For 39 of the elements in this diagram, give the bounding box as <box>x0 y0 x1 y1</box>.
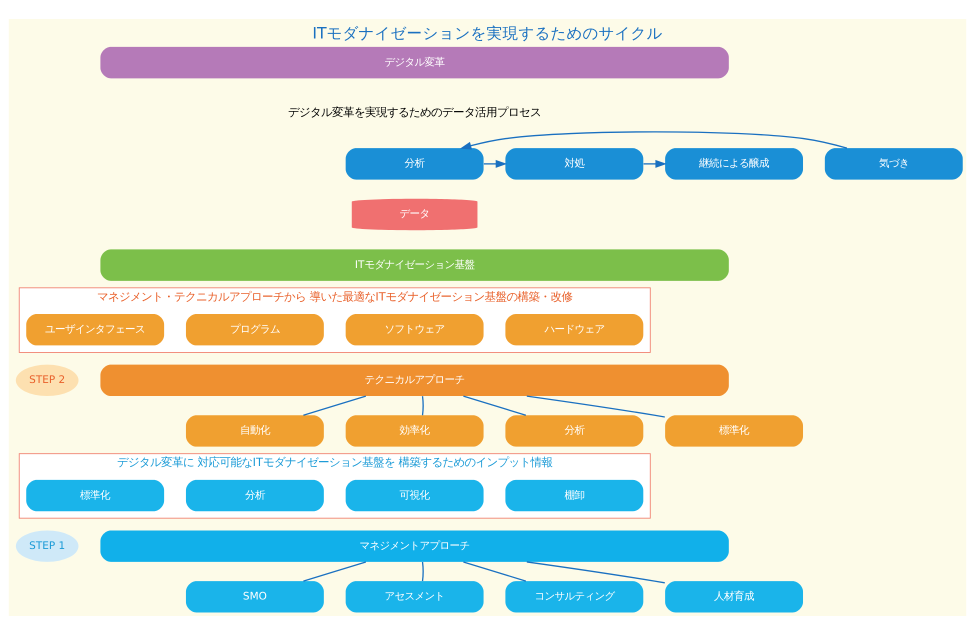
node-box: コンサルティング <box>505 580 644 612</box>
node-box: テクニカルアプローチ <box>100 364 729 396</box>
connector <box>526 560 665 583</box>
connector <box>463 560 526 582</box>
node-box: 自動化 <box>186 414 324 446</box>
node-box: 標準化 <box>665 414 804 446</box>
node-box: 棚卸 <box>505 479 644 511</box>
connector <box>526 394 665 418</box>
node-box: 分析 <box>346 148 484 180</box>
node-box: ユーザインタフェース <box>26 314 164 345</box>
diagram-title: ITモダナイゼーションを実現するためのサイクル <box>312 23 663 42</box>
node-ellipse: STEP 1 <box>16 530 78 562</box>
arrow <box>484 159 508 168</box>
node-box: 分析 <box>186 479 324 511</box>
node-box: 可視化 <box>346 479 484 511</box>
node-box: ITモダナイゼーション基盤 <box>100 248 729 280</box>
connector <box>463 395 526 416</box>
node-box: SMO <box>186 580 324 612</box>
node-box: 対処 <box>505 148 644 180</box>
label: デジタル変革を実現するためのデータ活用プロセス <box>288 104 542 119</box>
node-box: アセスメント <box>346 580 484 612</box>
node-box: デジタル変革 <box>100 46 729 78</box>
node-ellipse: STEP 2 <box>16 364 78 396</box>
node-box: 標準化 <box>26 479 164 511</box>
node-box: 分析 <box>505 414 644 446</box>
node-box: 人材育成 <box>665 580 804 612</box>
connector <box>422 561 424 581</box>
node-box: 効率化 <box>346 414 484 446</box>
node-box: ソフトウェア <box>346 314 484 345</box>
node-box: 継続による醸成 <box>665 148 804 180</box>
node-box: 気づき <box>824 148 963 180</box>
arrow <box>460 130 848 150</box>
node-box: プログラム <box>186 314 324 345</box>
connector <box>303 560 366 582</box>
connector <box>422 396 424 415</box>
node-box: ハードウェア <box>505 314 644 345</box>
arrow <box>644 159 667 168</box>
node-box: マネジメントアプローチ <box>100 530 729 562</box>
connector <box>303 395 366 416</box>
